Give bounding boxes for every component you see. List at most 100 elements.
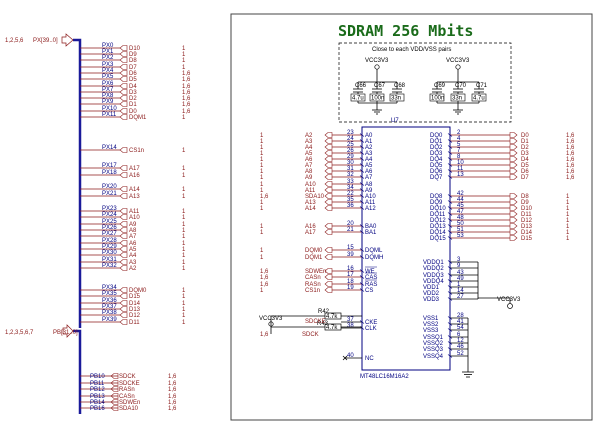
u7-dq-name-dq2: DQ2 bbox=[430, 145, 443, 151]
px-net-px23: PX23 bbox=[102, 206, 117, 212]
px-signal-px23: A11 bbox=[129, 209, 140, 215]
u7-pin-arrow-a7 bbox=[324, 174, 333, 180]
u7-dq-net-dq7: D7 bbox=[521, 175, 529, 181]
u7-net-we: SDWEn bbox=[305, 269, 326, 275]
u7-dq-tick-dq0 bbox=[447, 133, 453, 137]
cap-ref-c67: C67 bbox=[374, 83, 386, 89]
pb-signal-pb14: SDWEn bbox=[119, 400, 140, 406]
pb-net-pb11: PB11 bbox=[90, 381, 105, 387]
u7-pin-num-dqmh: 39 bbox=[347, 252, 354, 258]
u7-pin-arrow-dqml bbox=[324, 247, 333, 253]
u7-dq-name-dq14: DQ14 bbox=[430, 230, 446, 236]
px-sheet-px38: 1 bbox=[182, 313, 186, 319]
u7-sheet-cas: 1,6 bbox=[260, 275, 269, 281]
u7-dq-sheet-dq15: 1 bbox=[566, 236, 570, 242]
u7-pin-num-a6: 31 bbox=[347, 166, 354, 172]
u7-net-a12: A14 bbox=[305, 206, 316, 212]
u7-pwr-tick-vssq1 bbox=[447, 335, 453, 339]
u7-dq-tick-dq9 bbox=[447, 200, 453, 204]
px-signal-px24: A10 bbox=[129, 215, 140, 221]
u7-pin-arrow-a12 bbox=[324, 205, 333, 211]
u7-pin-tick-a7 bbox=[359, 175, 365, 179]
u7-pin-arrow-we bbox=[324, 268, 333, 274]
u7-pin-tick-cs bbox=[359, 288, 365, 292]
u7-dq-sheet-dq2: 1,6 bbox=[566, 145, 575, 151]
sdcke-net-label: SDCKE bbox=[305, 319, 326, 325]
u7-net-a8: A10 bbox=[305, 182, 316, 188]
u7-net-ba1: A17 bbox=[305, 230, 316, 236]
px-offpage-arrow-px23 bbox=[119, 208, 128, 214]
page-title: SDRAM 256 Mbits bbox=[338, 22, 473, 40]
u7-pwr-name-vdd2: VDD2 bbox=[423, 291, 440, 297]
px-signal-px3: D7 bbox=[129, 65, 137, 71]
u7-dq-arrow-dq0 bbox=[509, 132, 518, 138]
u7-pin-tick-ras bbox=[359, 282, 365, 286]
pb-signal-pb12: RASn bbox=[119, 387, 135, 393]
u7-pin-num-a2: 25 bbox=[347, 142, 354, 148]
u7-pin-arrow-cs bbox=[324, 287, 333, 293]
u7-pin-name-cs: CS bbox=[365, 288, 373, 294]
u7-pwr-tick-vdd1 bbox=[447, 285, 453, 289]
px-signal-px38: D12 bbox=[129, 313, 141, 319]
u7-pin-num-cke: 37 bbox=[347, 317, 354, 323]
u7-dq-name-dq13: DQ13 bbox=[430, 224, 446, 230]
u7-net-cas: CASn bbox=[305, 275, 321, 281]
u7-pwr-num-vdd1: 1 bbox=[457, 282, 461, 288]
px-offpage-arrow-px21 bbox=[119, 193, 128, 199]
px-net-px24: PX24 bbox=[102, 212, 117, 218]
px-offpage-arrow-px7 bbox=[119, 89, 128, 95]
cap-value-c69: 100n bbox=[431, 96, 444, 102]
pb-sheet-pb10: 1,6 bbox=[168, 374, 177, 380]
px-net-px27: PX27 bbox=[102, 231, 117, 237]
cap-ref-c66: C66 bbox=[355, 83, 367, 89]
px-offpage-arrow-px28 bbox=[119, 240, 128, 246]
u7-pin-arrow-a4 bbox=[324, 156, 333, 162]
u7-sheet-dqmh: 1 bbox=[260, 255, 264, 261]
u7-dq-num-dq0: 2 bbox=[457, 130, 461, 136]
px-offpage-arrow-px10 bbox=[119, 108, 128, 114]
cap-value-c70: 33n bbox=[452, 96, 462, 102]
px-sheet-px32: 1 bbox=[182, 266, 186, 272]
px-offpage-arrow-px11 bbox=[119, 114, 128, 120]
px-offpage-arrow-px30 bbox=[119, 252, 128, 258]
pb-sheet-pb14: 1,6 bbox=[168, 400, 177, 406]
u7-pin-tick-dqmh bbox=[359, 255, 365, 259]
cap-ref-c70: C70 bbox=[455, 83, 467, 89]
pb-offpage-arrow-pb11 bbox=[110, 380, 119, 386]
px-sheet-px1: 1 bbox=[182, 52, 186, 58]
pb-offpage-arrow-pb16 bbox=[110, 405, 119, 411]
u7-sheet-a6: 1 bbox=[260, 169, 264, 175]
px-sheet-px27: 1 bbox=[182, 234, 186, 240]
u7-pin-num-a9: 34 bbox=[347, 185, 354, 191]
pb-offpage-arrow-pb10 bbox=[110, 373, 119, 379]
u7-dq-tick-dq1 bbox=[447, 139, 453, 143]
u7-dq-name-dq6: DQ6 bbox=[430, 169, 443, 175]
u7-dq-num-dq2: 5 bbox=[457, 142, 461, 148]
px-offpage-arrow-px14 bbox=[119, 147, 128, 153]
decoupling-capacitors: VCC3V3C664.7uC67100nC6833nVCC3V3C69100nC… bbox=[350, 58, 488, 115]
pb-signal-pb11: SDCKE bbox=[119, 381, 140, 387]
u7-pin-num-ba1: 21 bbox=[347, 227, 354, 233]
u7-pin-tick-ba0 bbox=[359, 224, 365, 228]
px-sheet-px14: 1 bbox=[182, 148, 186, 154]
u7-pin-arrow-a2 bbox=[324, 144, 333, 150]
u7-dq-num-dq5: 10 bbox=[457, 160, 464, 166]
px-sheet-px2: 1 bbox=[182, 58, 186, 64]
u7-pin-num-clk: 38 bbox=[347, 323, 354, 329]
px-sheet-px31: 1 bbox=[182, 260, 186, 266]
px-sheet-px6: 1,6 bbox=[182, 84, 191, 90]
u7-pin-arrow-a9 bbox=[324, 187, 333, 193]
u7-sheet-a5: 1 bbox=[260, 163, 264, 169]
u7-dq-tick-dq2 bbox=[447, 145, 453, 149]
u7-dq-arrow-dq3 bbox=[509, 150, 518, 156]
u7-dq-arrow-dq4 bbox=[509, 156, 518, 162]
sdck-sheet-ref: 1,6 bbox=[260, 332, 269, 338]
px-net-px8: PX8 bbox=[102, 93, 114, 99]
u7-sheet-a10: 1,6 bbox=[260, 194, 269, 200]
px-net-px14: PX14 bbox=[102, 145, 117, 151]
u7-net-a4: A6 bbox=[305, 157, 313, 163]
u7-dq-sheet-dq8: 1 bbox=[566, 194, 570, 200]
pb-bus bbox=[73, 329, 82, 414]
u7-pwr-name-vss3: VSS3 bbox=[423, 328, 439, 334]
px-offpage-arrow-px34 bbox=[119, 287, 128, 293]
